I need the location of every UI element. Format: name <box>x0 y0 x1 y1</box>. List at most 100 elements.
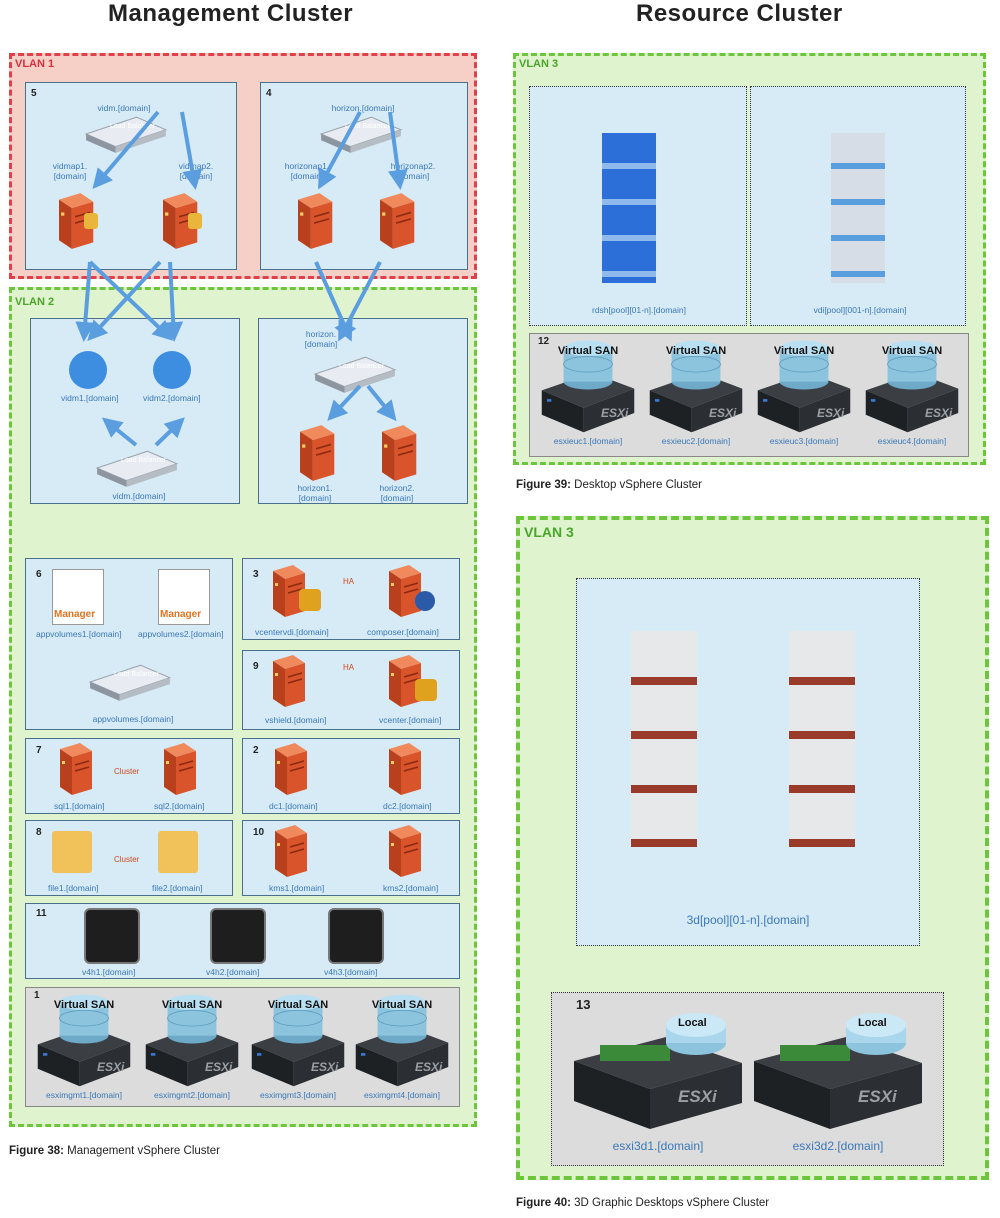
3d-stack-icon <box>631 631 697 847</box>
dc1-label: dc1.[domain] <box>269 801 318 811</box>
box-number: 5 <box>31 88 37 99</box>
host-label: esximgmt4.[domain] <box>363 1090 441 1100</box>
dc-box: 2 dc1.[domain] dc2.[domain] <box>242 738 460 814</box>
appvolumes2-label: appvolumes2.[domain] <box>138 629 224 639</box>
vlan3-label: VLAN 3 <box>524 524 574 540</box>
sql1-label: sql1.[domain] <box>54 801 105 811</box>
esxi-label: ESXi <box>816 406 845 420</box>
vidm-lb-bottom-label: vidm.[domain] <box>112 491 166 501</box>
esxi-server-icon <box>754 1013 922 1129</box>
lock-icon <box>84 213 98 229</box>
vidm2-label: vidm2.[domain] <box>143 393 201 403</box>
horizon-ap-box: 4 horizon.[domain] Load Balancer horizon… <box>260 82 468 270</box>
host-label: esxieuc1.[domain] <box>553 436 623 446</box>
local-label: Local <box>858 1017 887 1029</box>
server-icon <box>158 741 198 797</box>
vlan1-label: VLAN 1 <box>15 58 55 70</box>
manager-label: Manager <box>160 609 202 620</box>
vcenter-icon <box>415 679 437 701</box>
v4h2-label: v4h2.[domain] <box>206 967 260 977</box>
connection-arrows <box>75 110 408 447</box>
esxi-server-icon <box>574 1013 742 1129</box>
rdsh-label: rdsh[pool][01-n].[domain] <box>591 305 687 315</box>
server-icon <box>269 823 309 879</box>
esxi-label: ESXi <box>678 1087 717 1106</box>
esxi-label: ESXi <box>924 406 953 420</box>
virtual-san-label: Virtual SAN <box>161 999 223 1011</box>
horizon-lb-label: horizon.[domain] <box>331 103 395 113</box>
box-number: 9 <box>253 661 259 672</box>
figure-39-caption: Figure 39: Desktop vSphere Cluster <box>516 479 703 491</box>
vlan2-label: VLAN 2 <box>15 296 55 308</box>
vidmap1-label: vidmap1.[domain] <box>52 161 88 181</box>
gauge-icon <box>328 908 384 964</box>
box-number: 3 <box>253 569 259 580</box>
file1-label: file1.[domain] <box>48 883 99 893</box>
resource-cluster-title: Resource Cluster <box>636 0 843 27</box>
sql2-label: sql2.[domain] <box>154 801 205 811</box>
server-icon <box>54 741 94 797</box>
vcenter-icon <box>299 589 321 611</box>
vdi-pool-box: vdi[pool][001-n].[domain] <box>750 86 966 326</box>
appvolumes1-label: appvolumes1.[domain] <box>36 629 122 639</box>
host-label: esximgmt1.[domain] <box>45 1090 123 1100</box>
server-icon <box>269 741 309 797</box>
virtual-san-label: Virtual SAN <box>53 999 115 1011</box>
lock-icon <box>188 213 202 229</box>
virtual-san-label: Virtual SAN <box>773 345 835 357</box>
virtual-san-label: Virtual SAN <box>267 999 329 1011</box>
esxi-label: ESXi <box>414 1060 443 1074</box>
box-number: 6 <box>36 569 42 580</box>
server-icon <box>383 563 423 619</box>
management-cluster-title: Management Cluster <box>108 0 354 27</box>
virtual-san-label: Virtual SAN <box>557 345 619 357</box>
lb-text: Load Balancer <box>110 123 156 130</box>
rdsh-pool-box: rdsh[pool][01-n].[domain] <box>529 86 747 326</box>
figure-38-caption: Figure 38: Management vSphere Cluster <box>9 1145 220 1157</box>
virtual-san-label: Virtual SAN <box>881 345 943 357</box>
vidm-lb-label: vidm.[domain] <box>97 103 151 113</box>
box-number: 12 <box>538 336 550 347</box>
kms-box: 10 kms1.[domain] kms2.[domain] <box>242 820 460 896</box>
host-label: esximgmt2.[domain] <box>153 1090 231 1100</box>
vshield-label: vshield.[domain] <box>265 715 327 725</box>
folder-icon <box>158 831 198 873</box>
kms2-label: kms2.[domain] <box>383 883 439 893</box>
cluster-label: Cluster <box>114 767 140 776</box>
horizon1-label: horizon1.[domain] <box>297 483 333 503</box>
horizonap1-label: horizonap1.[domain] <box>284 161 330 181</box>
appvolumes-box: 6 Manager Manager appvolumes1.[domain] a… <box>25 558 233 730</box>
vidm2-icon <box>153 351 191 389</box>
box-number: 10 <box>253 827 265 838</box>
kms1-label: kms1.[domain] <box>269 883 325 893</box>
vdi-label: vdi[pool][001-n].[domain] <box>813 305 907 315</box>
esxi-label: ESXi <box>204 1060 233 1074</box>
box-number: 13 <box>576 997 591 1012</box>
local-label: Local <box>678 1017 707 1029</box>
vcentervdi-label: vcentervdi.[domain] <box>255 627 329 637</box>
composer-label: composer.[domain] <box>367 627 439 637</box>
vidm1-icon <box>69 351 107 389</box>
host-label: esxieuc3.[domain] <box>769 436 839 446</box>
box-number: 8 <box>36 827 42 838</box>
horizonap2-label: horizonap2.[domain] <box>390 161 436 181</box>
gauge-icon <box>210 908 266 964</box>
file-box: 8 Cluster file1.[domain] file2.[domain] <box>25 820 233 896</box>
rdsh-stack-icon <box>602 133 656 283</box>
load-balancer-icon <box>88 661 172 703</box>
horizon-box: horizon.[domain] Load Balancer horizon1.… <box>258 318 468 504</box>
vidm-box: vidm1.[domain] vidm2.[domain] Load Balan… <box>30 318 240 504</box>
horizon-lb-top: horizon.[domain] <box>304 329 338 349</box>
3d-stack-icon <box>789 631 855 847</box>
esxi-vsan-host: Virtual SAN ESXi esxieuc3.[domain] <box>750 338 858 448</box>
3d-pool-label: 3d[pool][01-n].[domain] <box>686 913 810 927</box>
server-icon <box>383 741 423 797</box>
server-icon <box>383 823 423 879</box>
